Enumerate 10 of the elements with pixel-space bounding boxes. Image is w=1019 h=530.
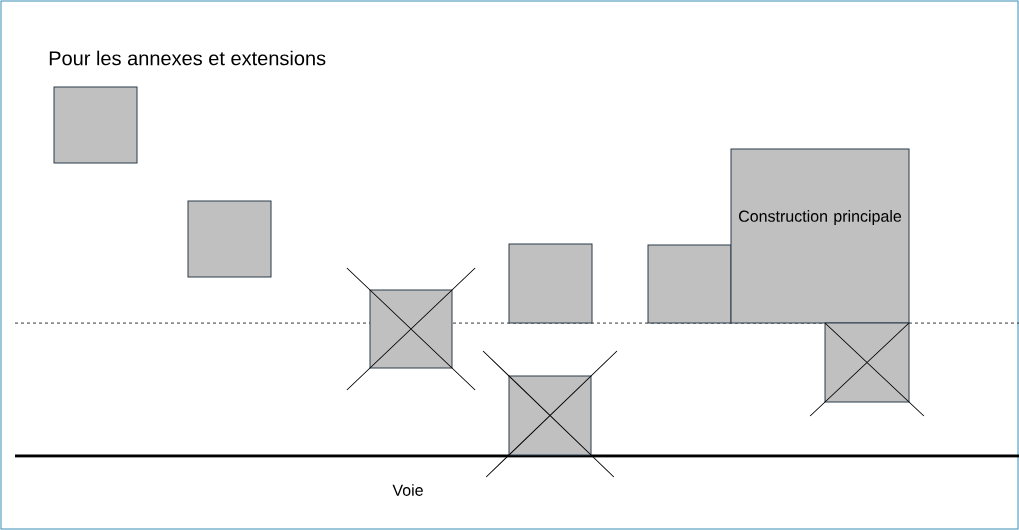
- square-box: [508, 243, 593, 324]
- square-box: [824, 322, 910, 403]
- square-box: [187, 200, 272, 278]
- square-box: [647, 244, 732, 324]
- square-box: [53, 86, 138, 164]
- road-label: Voie: [392, 484, 423, 496]
- title: Pour les annexes et extensions: [49, 50, 326, 66]
- building-box: Construction principale: [730, 148, 910, 324]
- square-box: [508, 375, 592, 456]
- square-box: [369, 289, 453, 369]
